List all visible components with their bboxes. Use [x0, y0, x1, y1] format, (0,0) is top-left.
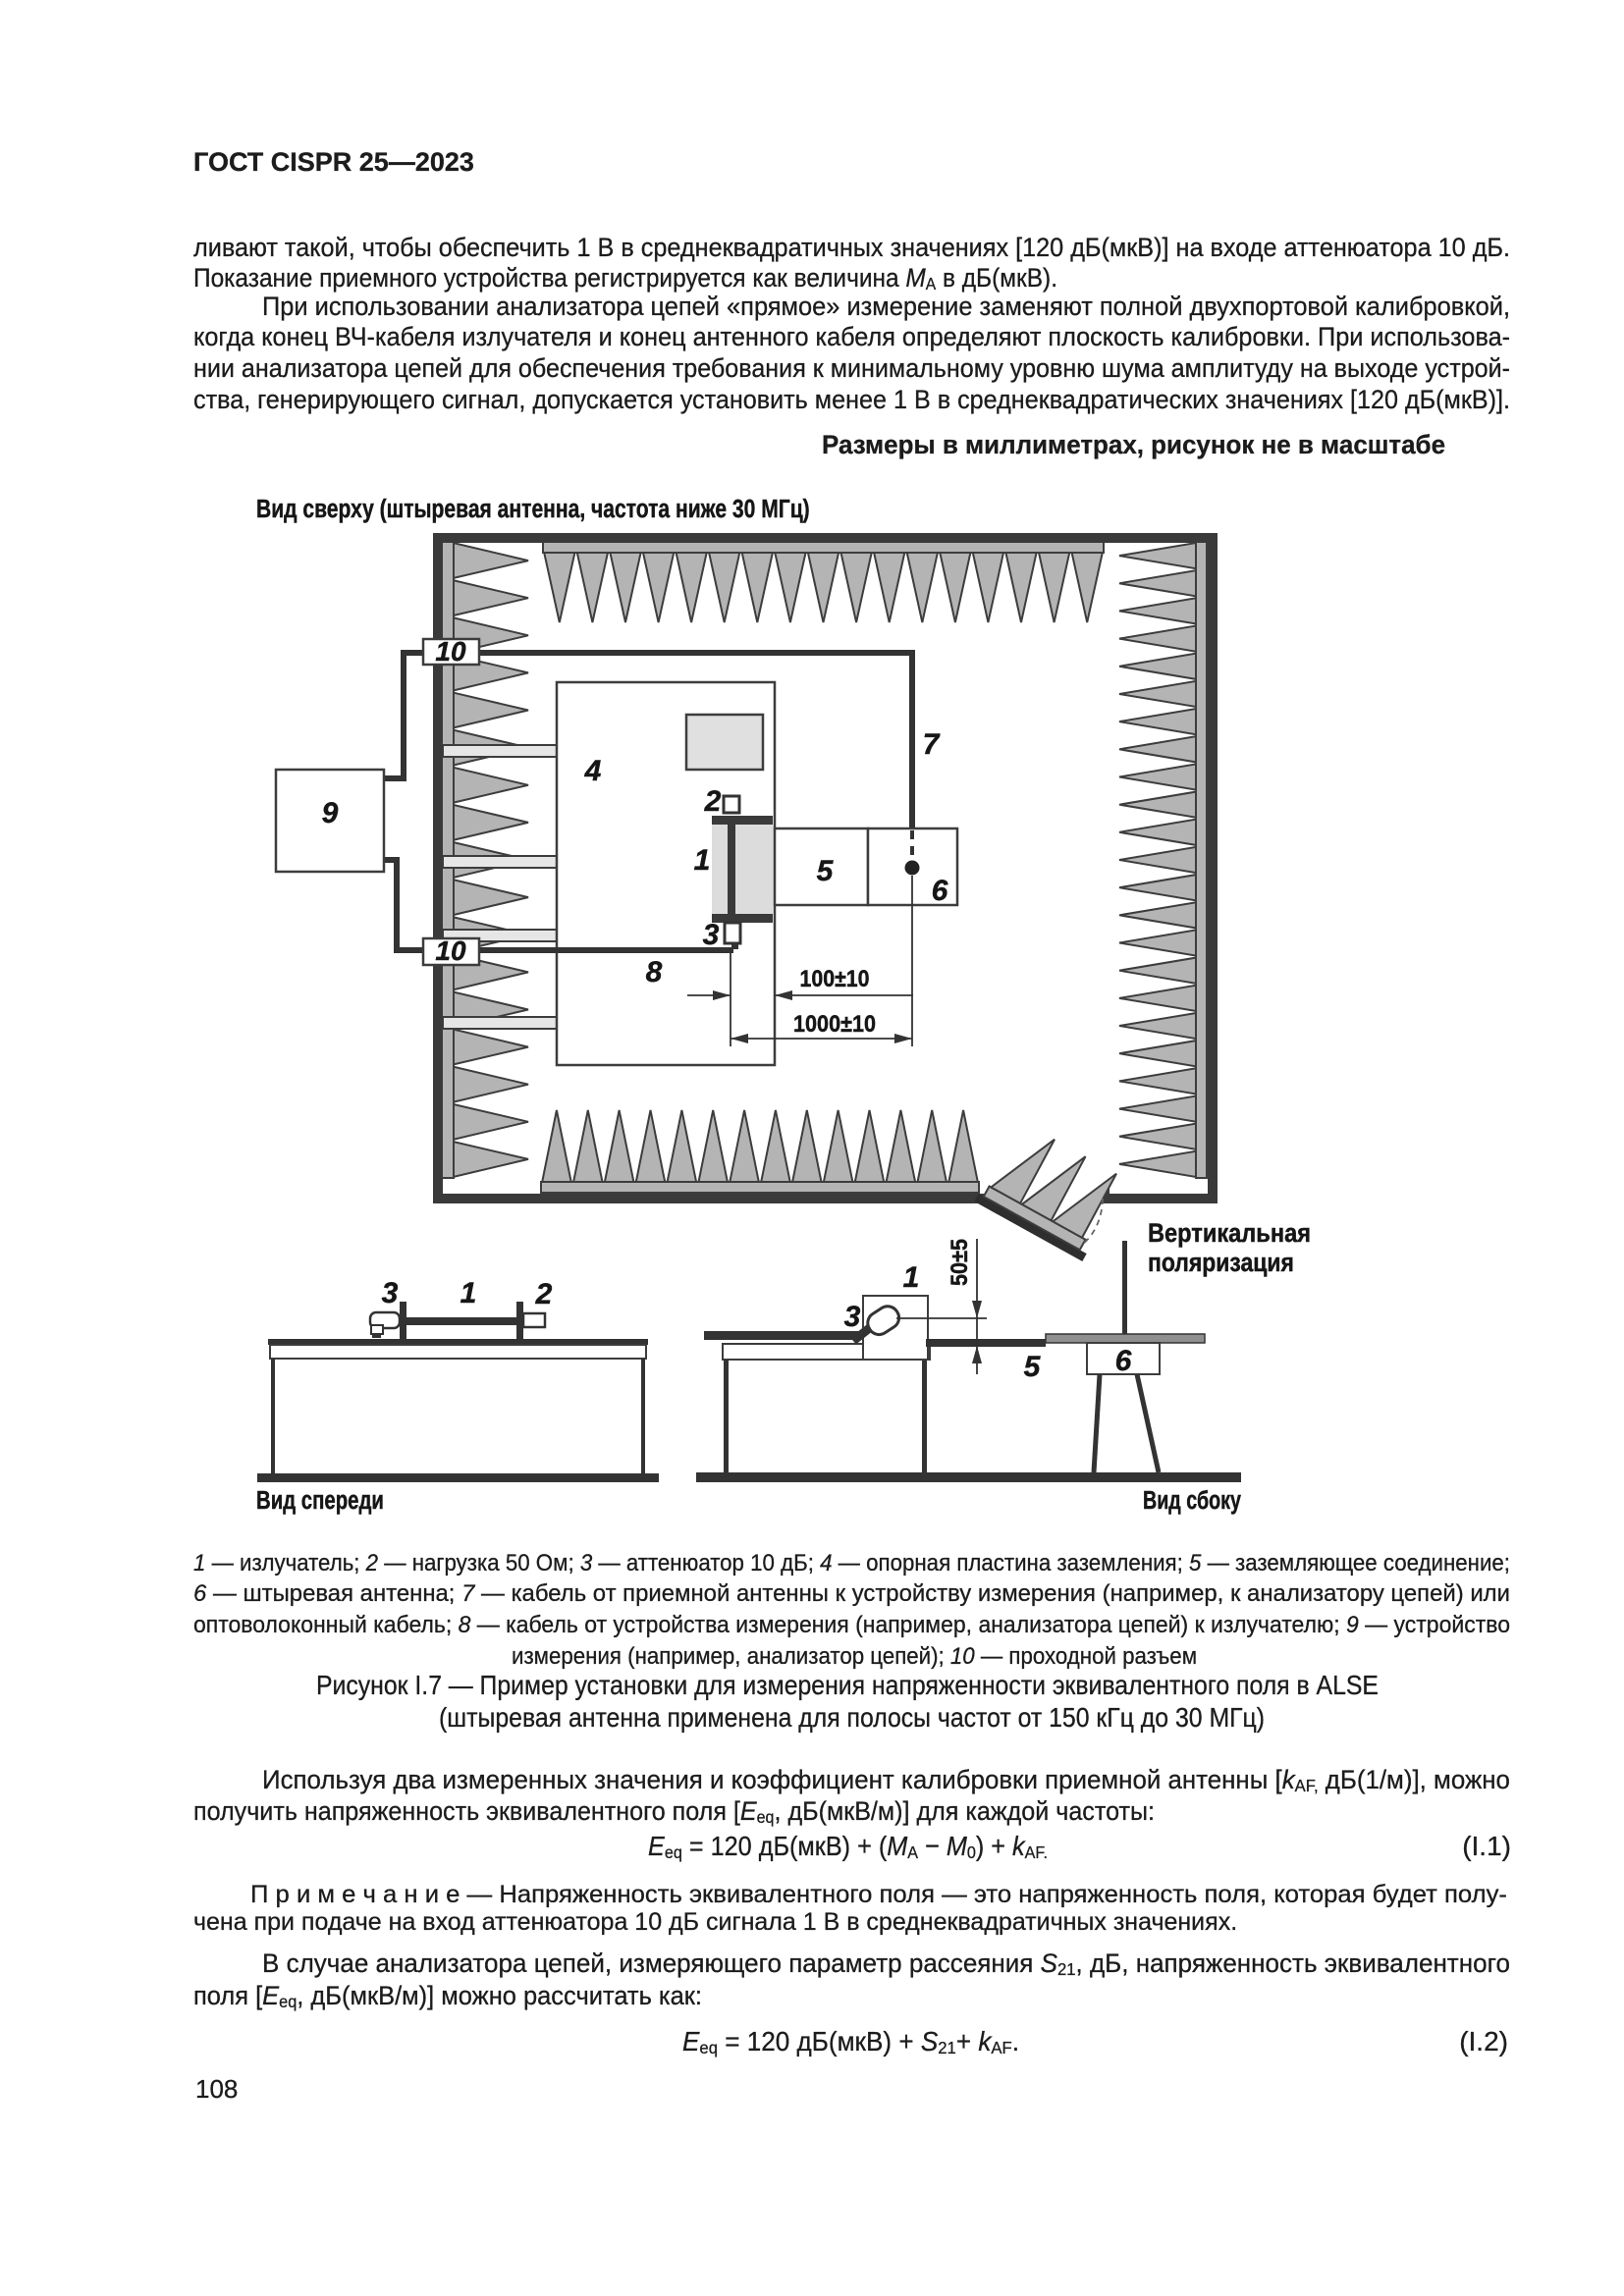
svg-text:4: 4 [584, 755, 602, 787]
svg-text:3: 3 [703, 919, 720, 951]
svg-text:50±5: 50±5 [946, 1239, 972, 1286]
svg-text:7: 7 [923, 728, 941, 761]
svg-text:1: 1 [903, 1261, 920, 1294]
svg-text:5: 5 [1024, 1351, 1042, 1383]
svg-text:3: 3 [844, 1301, 861, 1333]
svg-text:1: 1 [694, 844, 711, 877]
svg-text:Вид сбоку: Вид сбоку [1143, 1485, 1241, 1514]
svg-text:поляризация: поляризация [1148, 1248, 1294, 1277]
svg-text:9: 9 [322, 797, 339, 829]
svg-text:1: 1 [460, 1277, 477, 1309]
svg-text:Вертикальная: Вертикальная [1148, 1219, 1311, 1249]
svg-text:10: 10 [435, 935, 466, 966]
svg-text:3: 3 [382, 1277, 399, 1309]
svg-text:8: 8 [646, 956, 663, 988]
svg-text:5: 5 [817, 855, 835, 887]
svg-text:100±10: 100±10 [800, 965, 870, 991]
svg-text:6: 6 [1115, 1345, 1132, 1377]
svg-text:2: 2 [704, 785, 722, 818]
svg-text:10: 10 [435, 636, 466, 667]
svg-text:Вид сверху (штыревая антенна,: Вид сверху (штыревая антенна, частота ни… [256, 496, 810, 524]
svg-text:6: 6 [932, 875, 948, 907]
svg-text:1000±10: 1000±10 [793, 1010, 876, 1037]
svg-text:Вид спереди: Вид спереди [256, 1486, 384, 1515]
svg-text:2: 2 [535, 1278, 553, 1310]
